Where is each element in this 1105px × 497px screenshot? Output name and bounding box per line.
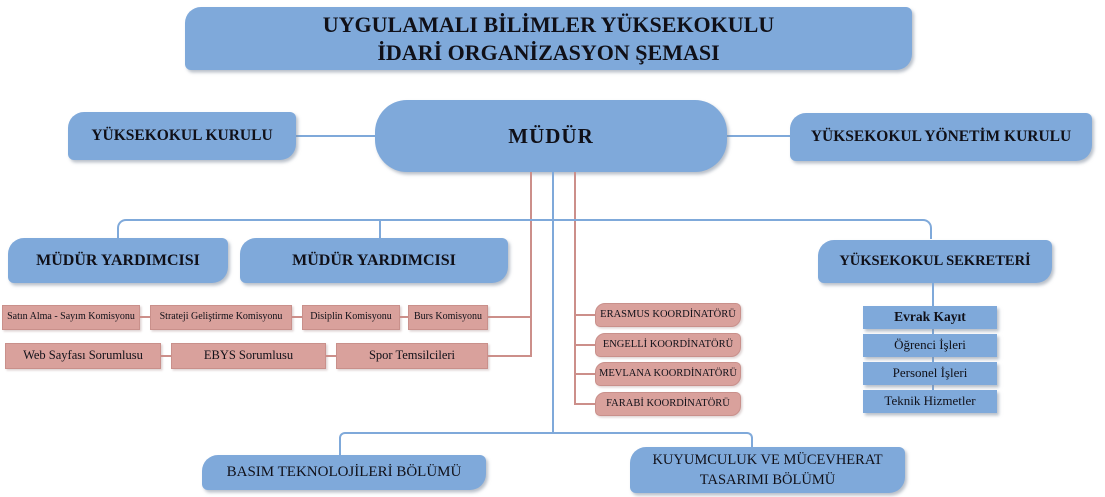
secretary-unit-label: Personel İşleri	[892, 365, 968, 381]
department-label-line2: TASARIMI BÖLÜMÜ	[699, 472, 836, 488]
node-school-secretary: YÜKSEKOKUL SEKRETERİ	[818, 240, 1052, 283]
connector-commissions-trunk	[488, 316, 532, 318]
node-teknik-hizmetler: Teknik Hizmetler	[863, 390, 997, 413]
connector-director-commissions	[530, 172, 532, 357]
connector-responsibles-2	[326, 355, 336, 357]
connector-responsibles-trunk	[488, 355, 532, 357]
connector-farabi	[576, 403, 595, 405]
node-spor-temsilcileri: Spor Temsilcileri	[336, 343, 488, 369]
coordinator-label: ENGELLİ KOORDİNATÖRÜ	[602, 339, 734, 351]
school-board-label: YÜKSEKOKUL KURULU	[91, 127, 273, 145]
node-personel-isleri: Personel İşleri	[863, 362, 997, 385]
secretary-unit-label: Öğrenci İşleri	[894, 337, 966, 353]
director-label: MÜDÜR	[508, 123, 594, 148]
node-satin-alma-sayim-komisyonu: Satın Alma - Sayım Komisyonu	[2, 305, 140, 330]
node-deputy-director-2: MÜDÜR YARDIMCISI	[240, 238, 508, 283]
connector-director-executive	[727, 135, 790, 137]
node-kuyumculuk-bolumu: KUYUMCULUK VE MÜCEVHERAT TASARIMI BÖLÜMÜ	[630, 447, 905, 493]
deputy-director-2-label: MÜDÜR YARDIMCISI	[292, 251, 456, 269]
connector-board-director	[296, 135, 375, 137]
coordinator-label: FARABİ KOORDİNATÖRÜ	[606, 398, 730, 410]
secretary-unit-label: Evrak Kayıt	[894, 309, 966, 325]
commission-label: Burs Komisyonu	[413, 311, 483, 323]
secretary-unit-label: Teknik Hizmetler	[884, 393, 976, 409]
chart-title-line2: İDARİ ORGANİZASYON ŞEMASI	[377, 39, 720, 65]
connector-commissions-2	[292, 316, 302, 318]
connector-erasmus	[576, 314, 595, 316]
node-executive-board: YÜKSEKOKUL YÖNETİM KURULU	[790, 113, 1092, 161]
node-ogrenci-isleri: Öğrenci İşleri	[863, 334, 997, 357]
node-burs-komisyonu: Burs Komisyonu	[408, 305, 488, 330]
deputy-director-1-label: MÜDÜR YARDIMCISI	[36, 251, 200, 269]
connector-engelli	[576, 344, 595, 346]
node-basim-teknolojileri-bolumu: BASIM TEKNOLOJİLERİ BÖLÜMÜ	[202, 455, 486, 490]
chart-title-line1: UYGULAMALI BİLİMLER YÜKSEKOKULU	[322, 12, 775, 37]
node-director: MÜDÜR	[375, 100, 727, 172]
connector-commissions-3	[400, 316, 408, 318]
connector-director-departments	[552, 172, 554, 433]
coordinator-label: ERASMUS KOORDİNATÖRÜ	[600, 309, 736, 321]
connector-departments	[339, 432, 753, 448]
coordinator-label: MEVLANA KOORDİNATÖRÜ	[599, 368, 737, 380]
node-deputy-director-1: MÜDÜR YARDIMCISI	[8, 238, 228, 283]
executive-board-label: YÜKSEKOKUL YÖNETİM KURULU	[810, 128, 1072, 146]
school-secretary-label: YÜKSEKOKUL SEKRETERİ	[839, 253, 1031, 270]
connector-director-coordinators	[574, 172, 576, 405]
node-school-board: YÜKSEKOKUL KURULU	[68, 112, 296, 160]
node-engelli-koordinatoru: ENGELLİ KOORDİNATÖRÜ	[595, 333, 741, 357]
node-strateji-gelistirme-komisyonu: Strateji Geliştirme Komisyonu	[150, 305, 292, 330]
commission-label: Spor Temsilcileri	[368, 348, 456, 363]
connector-responsibles-1	[161, 355, 171, 357]
connector-drop-basim	[339, 446, 341, 456]
commission-label: Disiplin Komisyonu	[310, 311, 392, 323]
node-disiplin-komisyonu: Disiplin Komisyonu	[302, 305, 400, 330]
commission-label: EBYS Sorumlusu	[203, 348, 294, 363]
connector-deputies-secretary	[117, 219, 932, 239]
commission-label: Web Sayfası Sorumlusu	[23, 348, 143, 363]
chart-title: UYGULAMALI BİLİMLER YÜKSEKOKULU İDARİ OR…	[185, 7, 912, 70]
commission-label: Satın Alma - Sayım Komisyonu	[7, 311, 135, 323]
department-label: BASIM TEKNOLOJİLERİ BÖLÜMÜ	[226, 464, 462, 481]
node-erasmus-koordinatoru: ERASMUS KOORDİNATÖRÜ	[595, 303, 741, 327]
node-mevlana-koordinatoru: MEVLANA KOORDİNATÖRÜ	[595, 362, 741, 386]
commission-label: Strateji Geliştirme Komisyonu	[159, 311, 283, 323]
connector-mevlana	[576, 373, 595, 375]
node-ebys-sorumlusu: EBYS Sorumlusu	[171, 343, 326, 369]
node-evrak-kayit: Evrak Kayıt	[863, 306, 997, 329]
connector-drop-deputy2	[379, 219, 381, 238]
connector-commissions-1	[140, 316, 150, 318]
node-web-sayfasi-sorumlusu: Web Sayfası Sorumlusu	[5, 343, 161, 369]
department-label-line1: KUYUMCULUK VE MÜCEVHERAT	[652, 451, 883, 468]
node-farabi-koordinatoru: FARABİ KOORDİNATÖRÜ	[595, 392, 741, 416]
